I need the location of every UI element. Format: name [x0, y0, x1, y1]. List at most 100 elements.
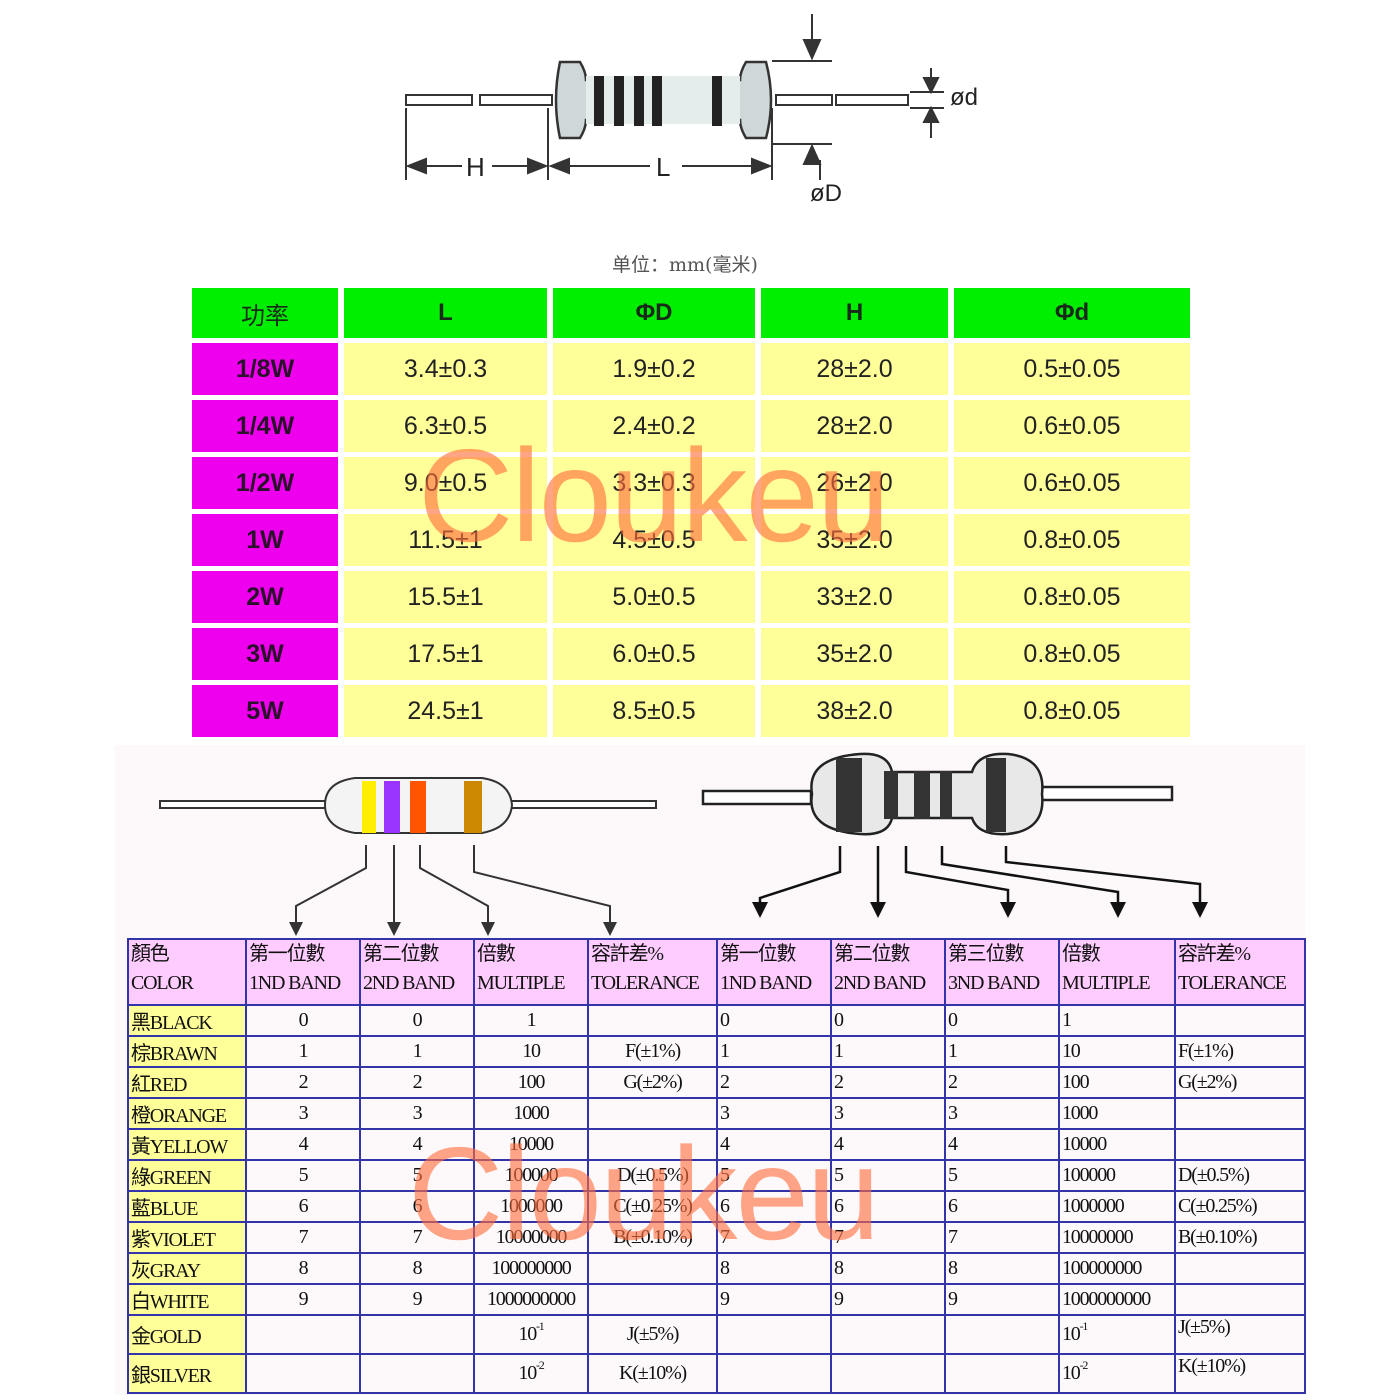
code-value-cell: 3 [716, 1097, 832, 1130]
code-value-cell: 7 [359, 1221, 475, 1254]
code-value-cell: 0 [359, 1004, 475, 1037]
code-color-cell: 紫VIOLET [127, 1221, 247, 1254]
dim-header-row: 功率 L ΦD H Φd [192, 288, 1190, 338]
right-band-arrows [758, 846, 1202, 906]
code-header-cjk: 第二位數 [363, 943, 439, 965]
code-header-en: 1ND BAND [720, 972, 812, 994]
label-od-big: øD [810, 180, 842, 207]
code-value-cell [587, 1128, 718, 1161]
code-header-cjk: 第三位數 [948, 943, 1024, 965]
code-value-cell: F(±1%) [1174, 1035, 1306, 1068]
code-value-cell: 8 [830, 1252, 946, 1285]
dim-value-cell: 8.5±0.5 [553, 685, 755, 737]
multiplier-exponent: -1 [1079, 1319, 1089, 1333]
code-value-cell: 9 [716, 1283, 832, 1316]
code-color-cell: 黑BLACK [127, 1004, 247, 1037]
code-header-en: 2ND BAND [363, 972, 455, 994]
multiplier-base: 10 [1062, 1362, 1081, 1384]
code-value-cell: 3 [359, 1097, 475, 1130]
multiplier-base: 10 [518, 1323, 537, 1345]
code-header-en: COLOR [131, 972, 194, 994]
code-value-cell: 2 [245, 1066, 361, 1099]
dim-value-cell: 3.3±0.3 [553, 457, 755, 509]
code-color-cell: 灰GRAY [127, 1252, 247, 1285]
code-value-cell: G(±2%) [587, 1066, 718, 1099]
code-value-cell [359, 1353, 475, 1394]
five-band-resistor [701, 752, 1174, 836]
code-value-cell: 10000000 [473, 1221, 589, 1254]
code-value-cell: 100000000 [1058, 1252, 1176, 1285]
code-value-cell: 3 [944, 1097, 1060, 1130]
dim-value-cell: 38±2.0 [761, 685, 948, 737]
dim-value-cell: 11.5±1 [344, 514, 547, 566]
dim-value-cell: 3.4±0.3 [344, 343, 547, 395]
dim-value-cell: 6.0±0.5 [553, 628, 755, 680]
dim-power-cell: 1/2W [192, 457, 338, 509]
dim-power-cell: 1/8W [192, 343, 338, 395]
code-value-cell: 1 [944, 1035, 1060, 1068]
resistor-dimension-diagram [405, 14, 944, 180]
dim-power-cell: 1/4W [192, 400, 338, 452]
code-value-cell: 8 [944, 1252, 1060, 1285]
code-value-cell: 2 [944, 1066, 1060, 1099]
code-value-cell: 6 [944, 1190, 1060, 1223]
dim-value-cell: 0.8±0.05 [954, 685, 1190, 737]
unit-note: 单位：mm(毫米) [612, 254, 758, 276]
code-header-en: 1ND BAND [249, 972, 341, 994]
code-value-cell: C(±0.25%) [587, 1190, 718, 1223]
dim-value-cell: 17.5±1 [344, 628, 547, 680]
code-value-cell: 1000000 [473, 1190, 589, 1223]
code-value-cell: 1 [359, 1035, 475, 1068]
code-value-cell: 100000000 [473, 1252, 589, 1285]
code-color-cell: 棕BRAWN [127, 1035, 247, 1068]
code-value-cell [716, 1353, 832, 1394]
dim-value-cell: 26±2.0 [761, 457, 948, 509]
code-value-cell: D(±0.5%) [1174, 1159, 1306, 1192]
code-color-cell: 橙ORANGE [127, 1097, 247, 1130]
code-value-cell: 1000 [1058, 1097, 1176, 1130]
code-header-cjk: 倍數 [1062, 943, 1101, 965]
dim-power-cell: 2W [192, 571, 338, 623]
code-value-cell: 10000 [473, 1128, 589, 1161]
code-header-cjk: 倍數 [477, 943, 516, 965]
left-lead [405, 94, 553, 106]
dim-value-cell: 9.0±0.5 [344, 457, 547, 509]
code-value-cell: 1000 [473, 1097, 589, 1130]
code-value-cell: 5 [359, 1159, 475, 1192]
dim-value-cell: 15.5±1 [344, 571, 547, 623]
code-header-cjk: 第一位數 [720, 943, 796, 965]
code-header-cell: 第三位數 3ND BAND [944, 938, 1060, 1006]
code-value-cell: 1 [716, 1035, 832, 1068]
dim-value-cell: 5.0±0.5 [553, 571, 755, 623]
dim-value-cell: 2.4±0.2 [553, 400, 755, 452]
five-band-colors [836, 758, 1006, 832]
dim-value-cell: 35±2.0 [761, 628, 948, 680]
code-value-cell [716, 1314, 832, 1355]
code-value-cell [1174, 1128, 1306, 1161]
dim-value-cell: 0.8±0.05 [954, 571, 1190, 623]
code-header-en: 3ND BAND [948, 972, 1040, 994]
code-value-cell: 6 [830, 1190, 946, 1223]
code-value-cell: 100000 [1058, 1159, 1176, 1192]
code-value-cell: 9 [245, 1283, 361, 1316]
four-band-resistor [159, 777, 657, 834]
code-value-cell: 10000 [1058, 1128, 1176, 1161]
multiplier-exponent: -2 [1079, 1358, 1089, 1372]
code-value-cell: 1 [1058, 1004, 1176, 1037]
code-value-cell: 0 [830, 1004, 946, 1037]
code-value-cell: 2 [716, 1066, 832, 1099]
